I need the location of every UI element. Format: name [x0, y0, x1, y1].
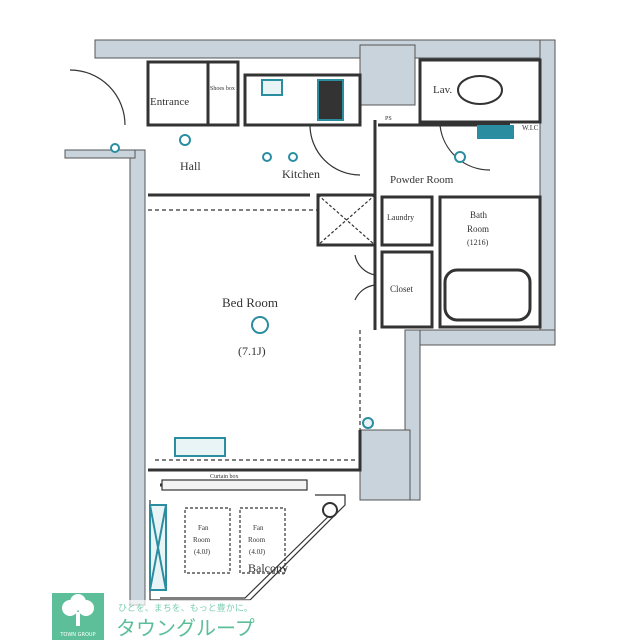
toilet-icon [457, 75, 503, 105]
room-label-bath-1: Bath [470, 210, 487, 220]
label-fan-room-left-2: Room [193, 536, 211, 544]
brand-tagline: ひとを、まちを、もっと豊かに。 [118, 602, 253, 614]
bathtub-icon [443, 268, 532, 322]
vanity-icon [477, 125, 514, 139]
room-label-powder-room: Powder Room [390, 174, 454, 186]
stove-icon [317, 79, 344, 121]
room-label-bath-2: Room [467, 224, 489, 234]
logo-text: TOWN GROUP [59, 632, 95, 638]
label-ps: PS [385, 116, 392, 122]
label-fan-room-left: Fan [198, 524, 209, 532]
room-label-bed-room-size: (7.1J) [238, 344, 266, 358]
sink-icon [261, 79, 283, 96]
room-labels: Entrance Shoes box Hall Kitchen Lav. Pow… [150, 84, 539, 575]
room-label-hall: Hall [180, 159, 201, 173]
room-label-kitchen: Kitchen [282, 167, 320, 181]
window-unit-icon [174, 437, 226, 457]
room-label-lavatory: Lav. [433, 84, 452, 96]
structural-walls [64, 39, 556, 606]
label-fan-room-left-size: (4.0J) [194, 548, 211, 556]
fixtures [110, 75, 532, 591]
room-label-entrance: Entrance [150, 96, 189, 108]
label-fan-room-right-size: (4.0J) [249, 548, 266, 556]
label-wic: W.I.C [522, 124, 539, 132]
label-fan-room-right: Fan [253, 524, 264, 532]
room-label-closet: Closet [390, 284, 414, 294]
brand-logo: TOWN GROUP ひとを、まちを、もっと豊かに。 タウングループ [52, 593, 270, 640]
label-fan-room-right-2: Room [248, 536, 266, 544]
ceiling-light-icon [251, 316, 269, 334]
label-curtain-box: Curtain box [210, 474, 239, 480]
room-label-bath-size: (1216) [467, 238, 489, 247]
brand-name: タウングループ [116, 616, 255, 640]
room-label-shoes-box: Shoes box [210, 86, 235, 92]
room-label-laundry: Laundry [387, 213, 414, 222]
room-label-balcony: Balcony [248, 561, 288, 575]
room-label-bed-room: Bed Room [222, 295, 278, 310]
